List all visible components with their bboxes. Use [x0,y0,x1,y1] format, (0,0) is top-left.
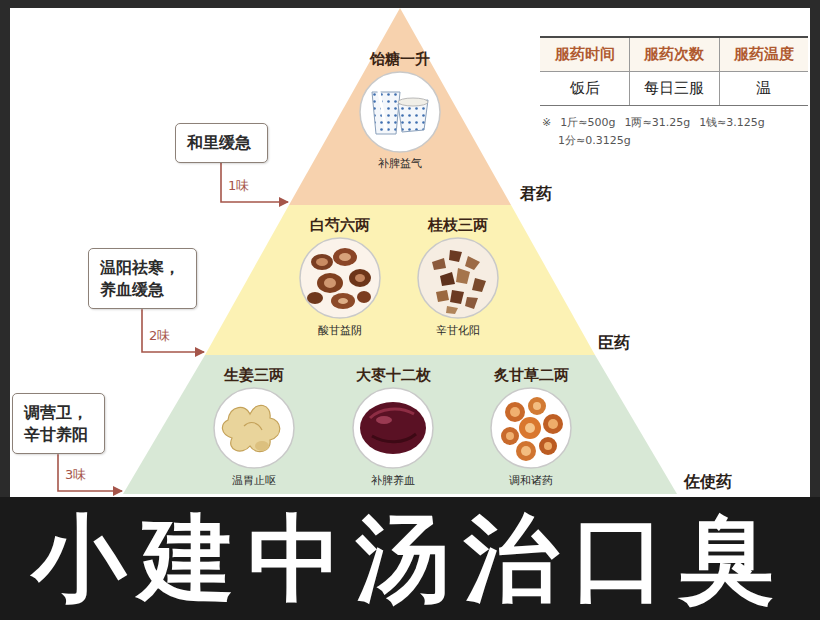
rank-label: 君药 [520,184,552,205]
callout-box: 和里缓急 [175,123,268,163]
herb-name: 大枣十二枚 [333,366,453,384]
herb-effect: 辛甘化阳 [398,323,518,338]
edge-label: 1味 [226,178,251,194]
unit-note: 1两≈31.25g [624,116,690,129]
rank-label: 佐使药 [684,472,732,493]
cinnamon-twig-picture [418,238,498,318]
band-fill [205,205,595,355]
pyramid-band: 佐使药生姜三两温胃止呕大枣十二枚补脾养血炙甘草二两调和诸药 [123,355,677,494]
herb-item: 生姜三两温胃止呕 [194,366,314,488]
band-shape [289,8,511,205]
jujube-picture [353,388,433,468]
white-peony-picture [300,238,380,318]
pyramid-band: 君药饴糖一升补脾益气 [289,8,511,205]
band-fill [289,8,511,205]
herb-item: 炙甘草二两调和诸药 [471,366,591,488]
note-row: ※ 1斤≈500g 1两≈31.25g 1钱≈3.125g [542,114,774,132]
title-banner: 小建中汤治口臭 [0,497,820,620]
ginger-picture [214,388,294,468]
dosage-table: 服药时间服药次数服药温度饭后每日三服温 [540,36,808,106]
band-shape [205,205,595,355]
herb-effect: 补脾益气 [340,156,460,171]
callout-text: 和里缓急 [187,132,256,154]
table-cell: 饭后 [540,72,629,105]
herb-effect: 补脾养血 [333,473,453,488]
pyramid-band: 臣药白芍六两酸甘益阴桂枝三两辛甘化阳 [205,205,595,355]
table-header-cell: 服药温度 [719,38,808,72]
herb-effect: 调和诸药 [471,473,591,488]
herb-item: 白芍六两酸甘益阴 [280,216,400,338]
licorice-picture [491,388,571,468]
connector-arrow [221,163,288,202]
callout-text: 温阳祛寒，养血缓急 [100,257,185,300]
herb-name: 桂枝三两 [398,216,518,234]
unit-note: 1钱≈3.125g [699,116,765,129]
unit-note: ※ [542,116,551,129]
herb-name: 饴糖一升 [340,50,460,68]
unit-note: 1斤≈500g [560,116,615,129]
herb-item: 桂枝三两辛甘化阳 [398,216,518,338]
maltose-picture [360,72,440,152]
callout-box: 调营卫，辛甘养阳 [12,393,105,454]
title-text: 小建中汤治口臭 [32,503,788,613]
note-row: 1分≈0.3125g [542,132,774,150]
rank-label: 臣药 [598,333,630,354]
table-header-cell: 服药次数 [629,38,718,72]
table-cell: 温 [719,72,808,105]
herb-name: 白芍六两 [280,216,400,234]
connector-arrow [58,454,122,491]
edge-label: 2味 [147,328,172,344]
table-cell: 每日三服 [629,72,718,105]
unit-notes: ※ 1斤≈500g 1两≈31.25g 1钱≈3.125g 1分≈0.3125g [542,114,774,150]
herb-item: 饴糖一升补脾益气 [340,50,460,171]
band-fill [123,355,677,494]
callout-box: 温阳祛寒，养血缓急 [88,248,197,309]
herb-item: 大枣十二枚补脾养血 [333,366,453,488]
herb-effect: 温胃止呕 [194,473,314,488]
connector-arrow [142,309,204,352]
herb-name: 生姜三两 [194,366,314,384]
table-header-cell: 服药时间 [540,38,629,72]
edge-label: 3味 [63,467,88,483]
unit-note: 1分≈0.3125g [558,134,631,147]
callout-text: 调营卫，辛甘养阳 [24,402,93,445]
herb-effect: 酸甘益阴 [280,323,400,338]
herb-name: 炙甘草二两 [471,366,591,384]
